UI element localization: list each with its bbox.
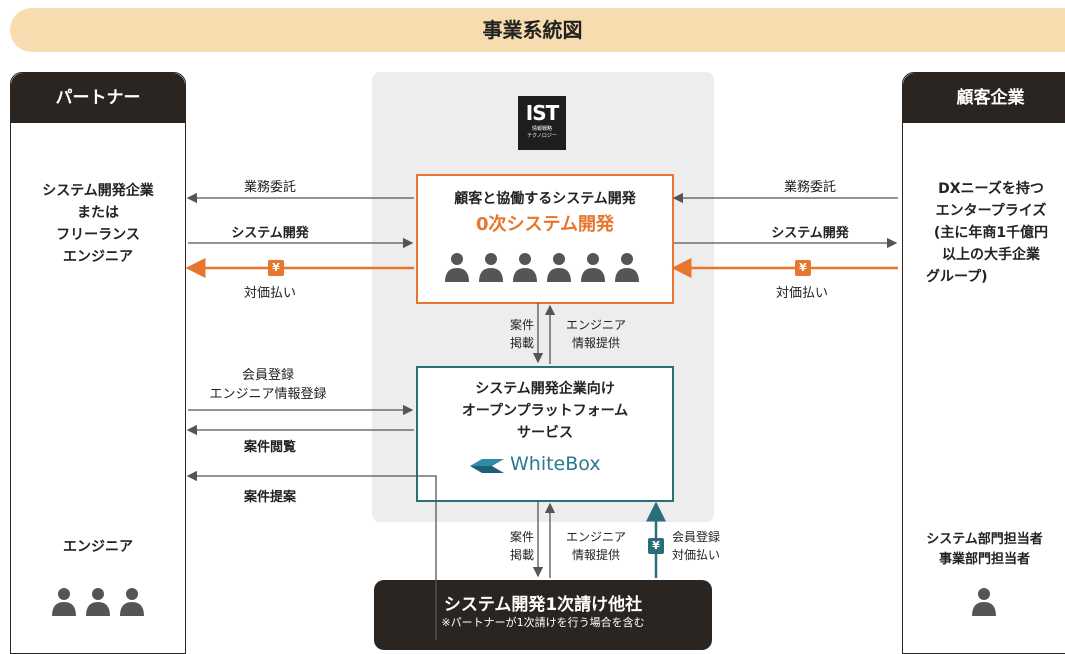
whitebox-logo-icon — [470, 459, 504, 473]
partner-company-text: システム開発企業 または フリーランス エンジニア — [42, 183, 154, 265]
bottom-engineer-info-label: エンジニア 情報提供 — [565, 530, 626, 562]
right-yen-icon: ¥ — [795, 260, 811, 276]
subcontractor-title: システム開発1次請け他社 — [443, 595, 643, 615]
left-dev-label: システム開発 — [231, 226, 309, 241]
client-column: 顧客企業 — [902, 72, 1065, 654]
left-pay-label: 対価払い — [243, 286, 296, 301]
client-heading: 顧客企業 — [903, 73, 1065, 123]
bottom-yen-icon: ¥ — [648, 538, 664, 554]
title-bar — [10, 8, 1065, 52]
ist-logo: IST 情報戦略 テクノロジー — [518, 96, 566, 150]
register-label: 会員登録 エンジニア情報登録 — [209, 368, 327, 402]
partner-column: パートナー — [10, 72, 186, 654]
right-dev-label: システム開発 — [771, 226, 849, 241]
partner-heading: パートナー — [11, 73, 185, 123]
zero-dev-box — [416, 174, 674, 304]
left-outsource-label: 業務委託 — [243, 180, 296, 195]
client-desc-text: DXニーズを持つ エンタープライズ (主に年商1千億円 以上の大手企業 グループ… — [926, 181, 1049, 285]
zero-dev-subtitle: 顧客と協働するシステム開発 — [454, 191, 636, 207]
subcontractor-note: ※パートナーが1次請けを行う場合を含む — [441, 616, 645, 629]
proposal-label: 案件提案 — [243, 490, 296, 505]
diagram-title: 事業系統図 — [482, 18, 583, 42]
whitebox-text: システム開発企業向け オープンプラットフォーム サービス — [461, 381, 629, 441]
zero-dev-title: 0次システム開発 — [476, 214, 614, 235]
left-yen-icon: ¥ — [268, 260, 284, 276]
bottom-member-label: 会員登録 対価払い — [672, 530, 721, 562]
whitebox-box — [416, 366, 674, 502]
partner-engineer-label: エンジニア — [63, 539, 133, 555]
right-pay-label: 対価払い — [775, 286, 828, 301]
client-contact-text: システム部門担当者 事業部門担当者 — [926, 532, 1043, 567]
whitebox-brand: WhiteBox — [470, 452, 630, 480]
mid-posting-label: 案件 掲載 — [509, 318, 534, 350]
browse-label: 案件閲覧 — [243, 440, 296, 455]
bottom-posting-label: 案件 掲載 — [509, 530, 534, 562]
mid-engineer-info-label: エンジニア 情報提供 — [565, 318, 626, 350]
right-outsource-label: 業務委託 — [783, 180, 836, 195]
